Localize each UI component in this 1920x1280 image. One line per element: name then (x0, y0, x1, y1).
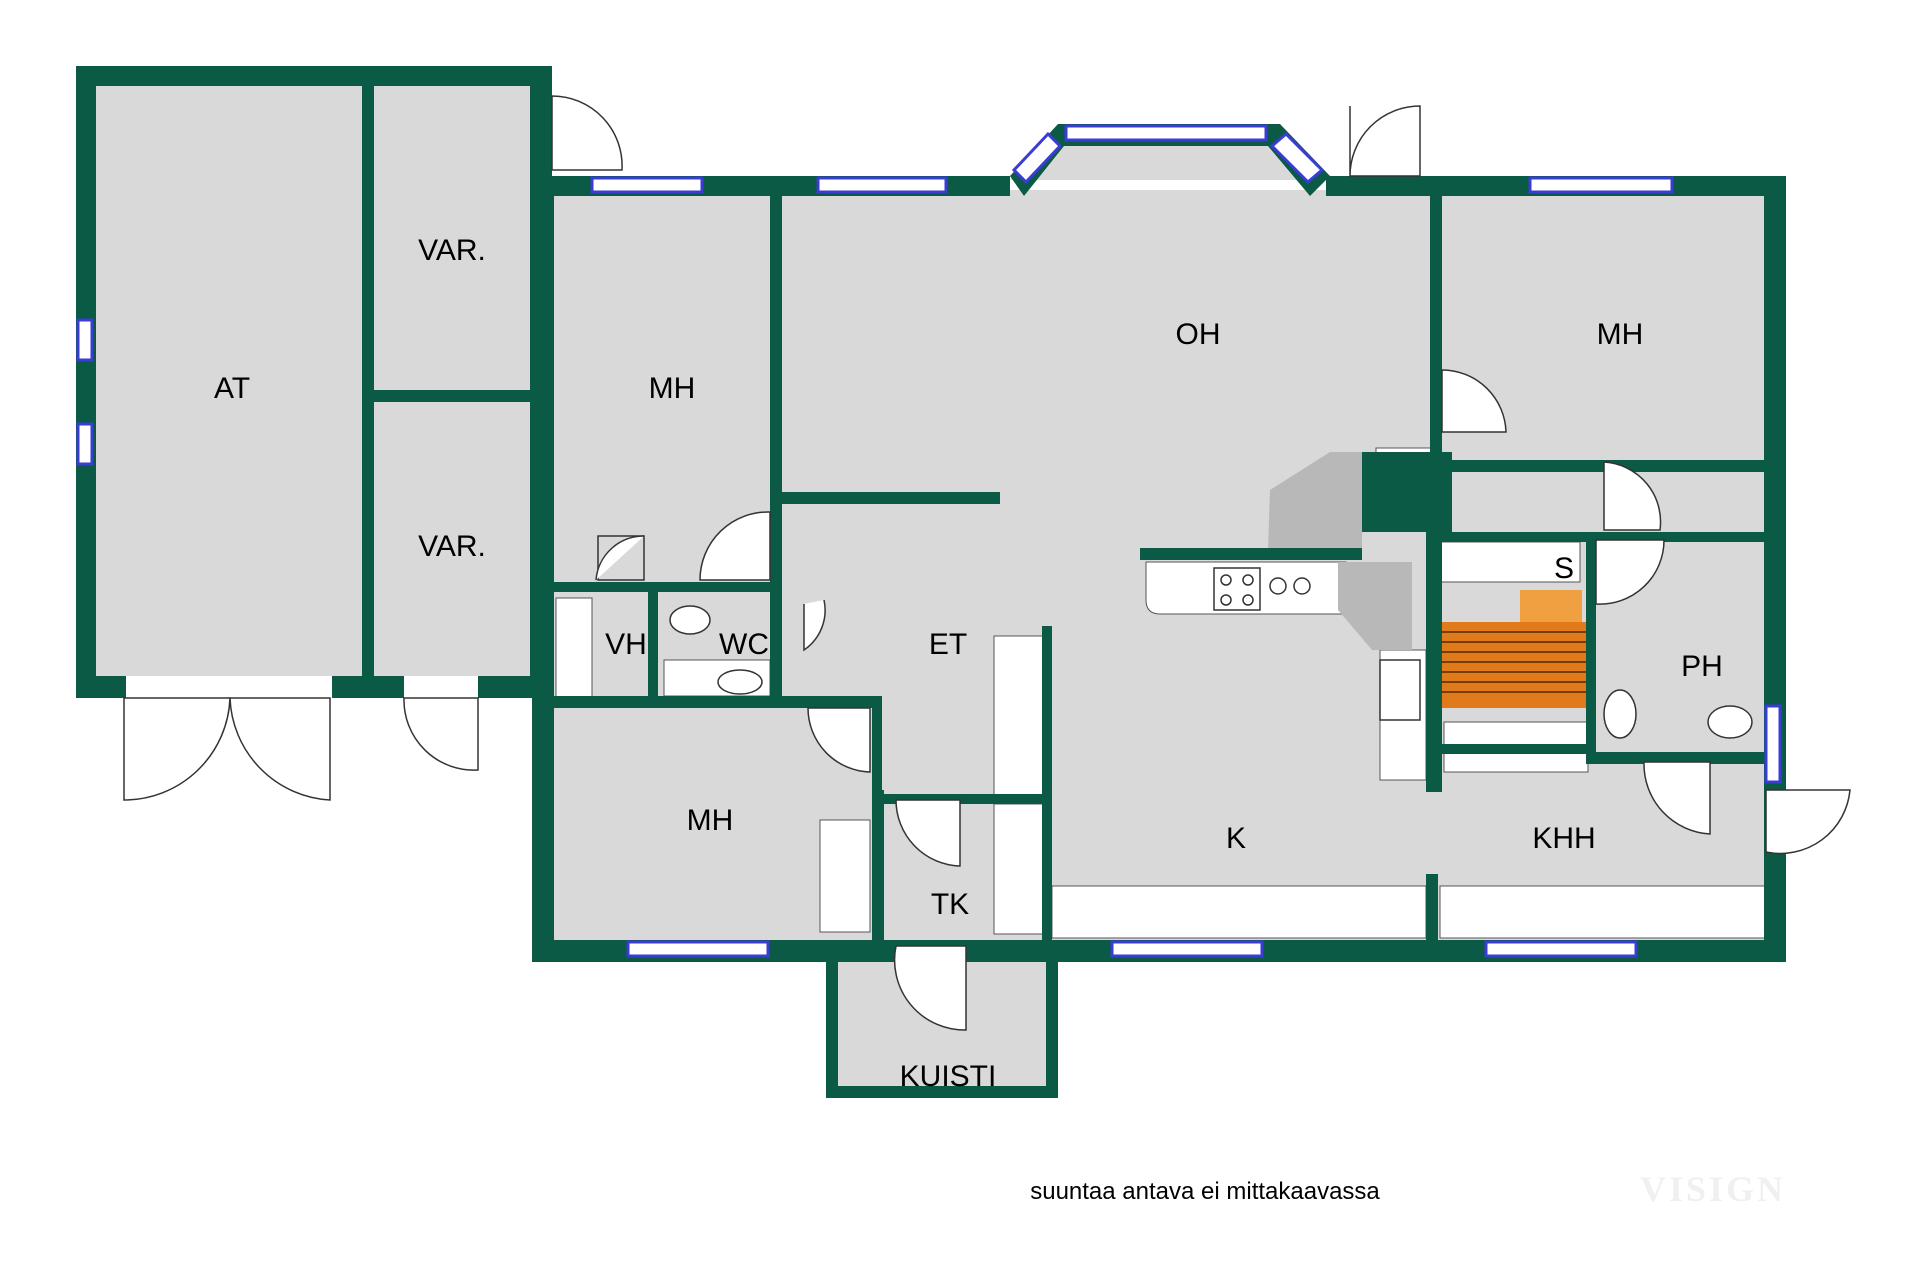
room-labels: AT VAR. VAR. MH OH MH VH WC ET S PH MH K… (214, 234, 1723, 1093)
windows (76, 124, 1782, 958)
room-label-kuisti: KUISTI (900, 1060, 997, 1093)
room-label-k: K (1226, 822, 1246, 855)
watermark-logo: VISIGN (1640, 1169, 1787, 1209)
room-label-ph: PH (1681, 650, 1723, 683)
fixtures (669, 567, 1753, 739)
room-label-tk: TK (931, 888, 969, 921)
room-label-vh: VH (605, 628, 647, 661)
room-label-mh-1: MH (649, 372, 696, 405)
doors (123, 95, 1851, 1031)
room-label-var-2: VAR. (418, 530, 486, 563)
white-areas (555, 447, 1767, 939)
room-label-mh-3: MH (687, 804, 734, 837)
room-label-s: S (1554, 552, 1574, 585)
room-label-oh: OH (1176, 318, 1221, 351)
room-label-wc: WC (719, 628, 769, 661)
sauna-bench (1440, 590, 1590, 708)
room-label-et: ET (929, 628, 967, 661)
kitchen-corners (1268, 452, 1412, 650)
scale-note: suuntaa antava ei mittakaavassa (1030, 1178, 1380, 1205)
room-label-var-1: VAR. (418, 234, 486, 267)
room-label-mh-2: MH (1597, 318, 1644, 351)
room-label-at: AT (214, 372, 250, 405)
room-label-khh: KHH (1532, 822, 1595, 855)
